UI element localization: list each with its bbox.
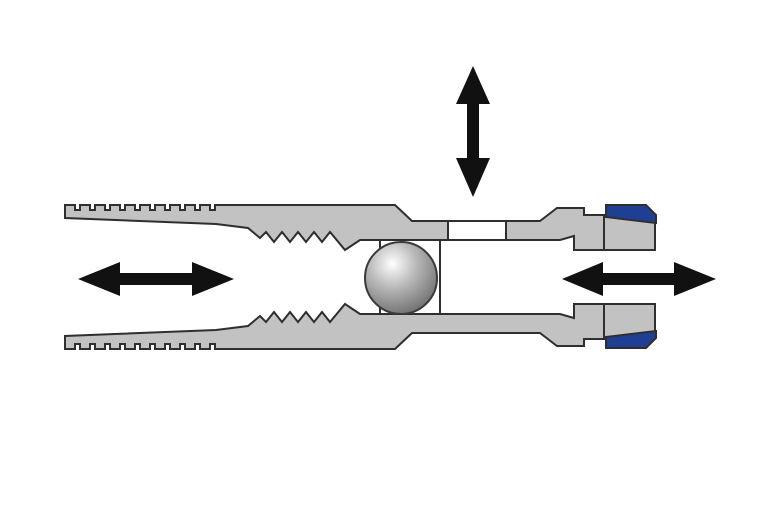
top-port-arrow-icon [456, 66, 490, 197]
right-flow-arrow-icon [562, 262, 716, 296]
side-port-opening [447, 220, 507, 241]
valve-body-top-wall [64, 204, 605, 252]
blue-seal-ring-bottom [605, 329, 657, 349]
valve-body-bottom-wall [64, 302, 605, 350]
left-flow-arrow-icon [78, 262, 234, 296]
blue-seal-ring-top [605, 204, 657, 225]
valve-ball [364, 241, 438, 315]
